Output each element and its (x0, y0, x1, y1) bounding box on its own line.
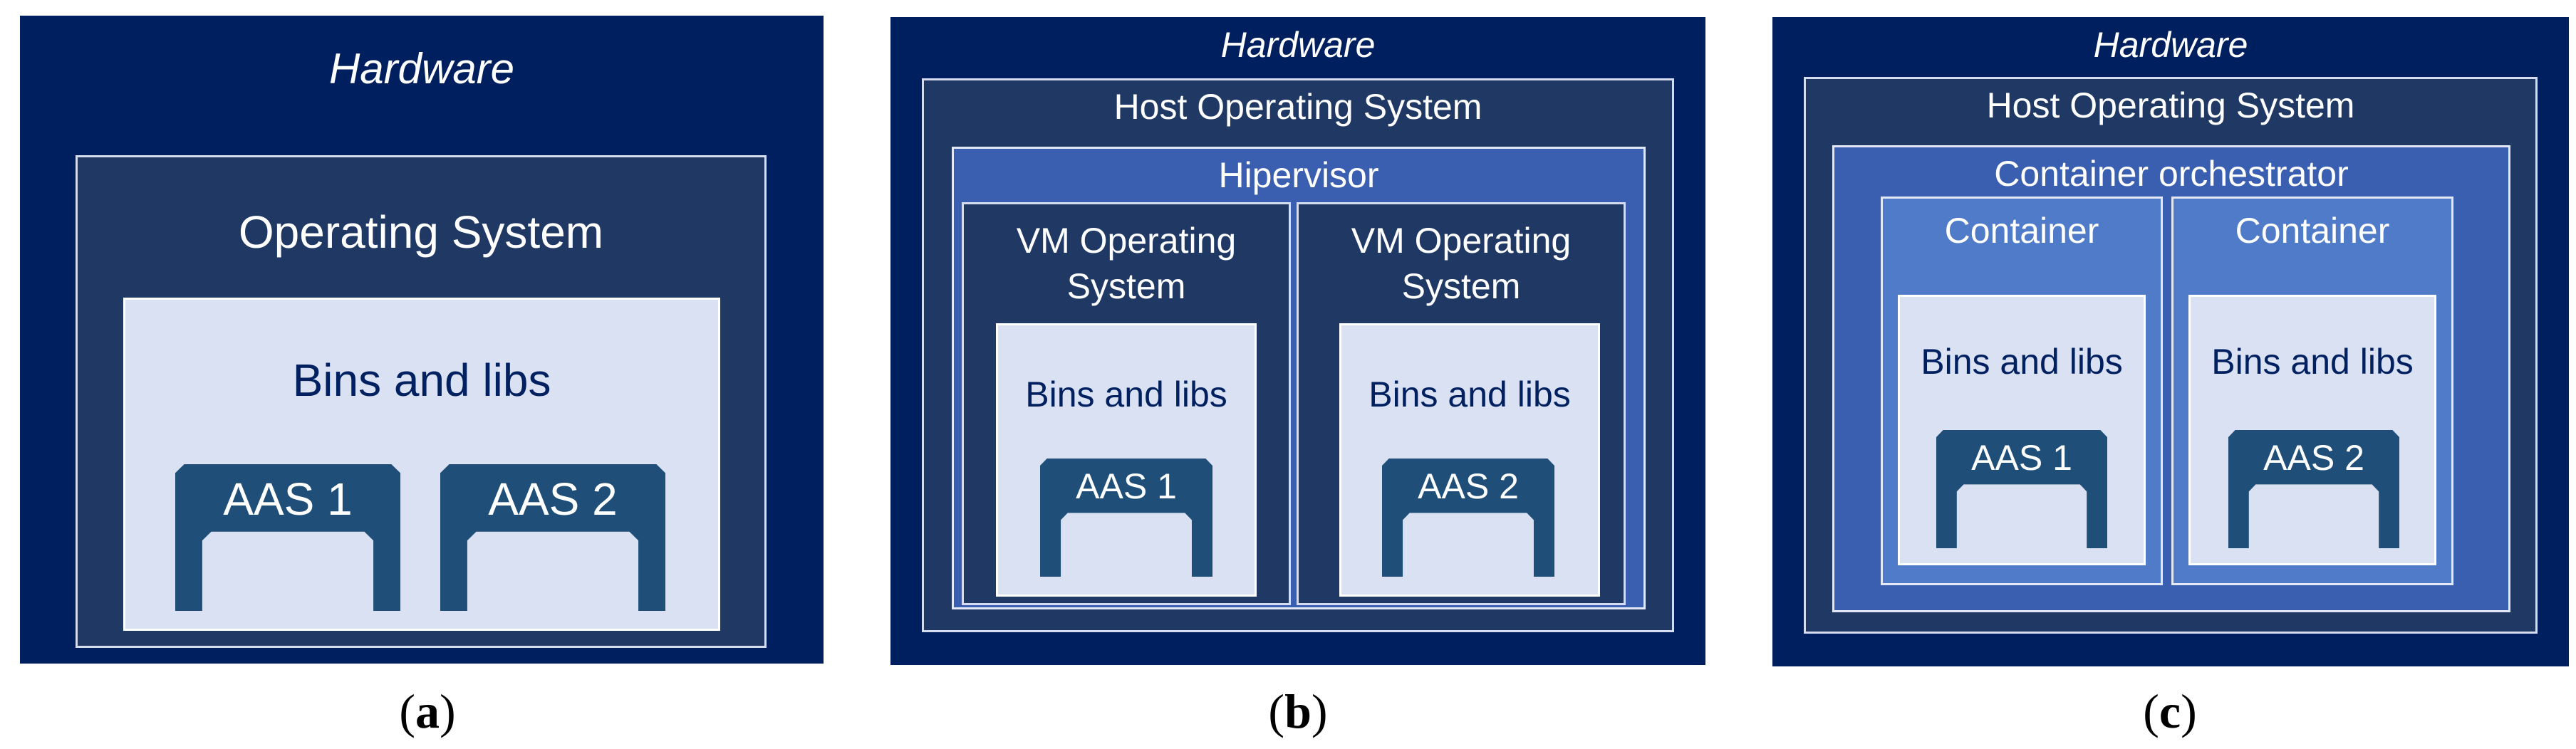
panel-c-aas-2-label: AAS 2 (2263, 438, 2364, 478)
aas-application-icon (175, 464, 400, 611)
panel-b-hypervisor-label: Hipervisor (1218, 155, 1379, 195)
panel-c-bins-1-label: Bins and libs (1921, 342, 2123, 382)
panel-b-bins-1-label: Bins and libs (1025, 374, 1227, 414)
panel-a-os-label: Operating System (238, 206, 604, 258)
panel-a-aas-2: AAS 2 (440, 464, 665, 611)
aas-application-icon (1382, 459, 1554, 577)
panel-b-caption: (b) (1268, 684, 1328, 738)
panel-b-hardware-label: Hardware (1220, 25, 1376, 65)
panel-c-orchestrator-label: Container orchestrator (1994, 154, 2349, 194)
panel-c-aas-1: AAS 1 (1936, 430, 2107, 548)
panel-a-bins-label: Bins and libs (292, 355, 551, 406)
panel-a-aas-2-label: AAS 2 (488, 473, 618, 525)
aas-application-icon (1936, 430, 2107, 548)
aas-application-icon (440, 464, 665, 611)
panel-b-vm-1-label-line1: VM Operating (1016, 221, 1237, 261)
panel-a-aas-1-label: AAS 1 (223, 473, 353, 525)
panel-a-aas-1: AAS 1 (175, 464, 400, 611)
panel-c-caption: (c) (2143, 684, 2197, 738)
panel-b-aas-2-label: AAS 2 (1418, 466, 1519, 506)
panel-c-host-os-label: Host Operating System (1986, 85, 2355, 125)
panel-c-container-2-label: Container (2235, 211, 2390, 251)
panel-a-caption: (a) (399, 684, 456, 738)
panel-c-hardware-label: Hardware (2093, 25, 2248, 65)
aas-application-icon (2228, 430, 2399, 548)
panel-b-host-os-label: Host Operating System (1113, 87, 1482, 127)
panel-b-aas-1-label: AAS 1 (1076, 466, 1177, 506)
panel-b-aas-1: AAS 1 (1040, 459, 1212, 577)
panel-c-aas-2: AAS 2 (2228, 430, 2399, 548)
panel-c-bins-2-label: Bins and libs (2211, 342, 2414, 382)
panel-c-container-1-label: Container (1944, 211, 2099, 251)
panel-b-bins-2-label: Bins and libs (1368, 374, 1571, 414)
panel-b-vm-2-label-line1: VM Operating (1351, 221, 1572, 261)
panel-c-aas-1-label: AAS 1 (1971, 438, 2072, 478)
panel-b-aas-2: AAS 2 (1382, 459, 1554, 577)
panel-b-vm-1-label-line2: System (1066, 266, 1186, 306)
panel-b-vm-2-label-line2: System (1401, 266, 1521, 306)
panel-a-hardware-label: Hardware (328, 45, 515, 93)
aas-application-icon (1040, 459, 1212, 577)
